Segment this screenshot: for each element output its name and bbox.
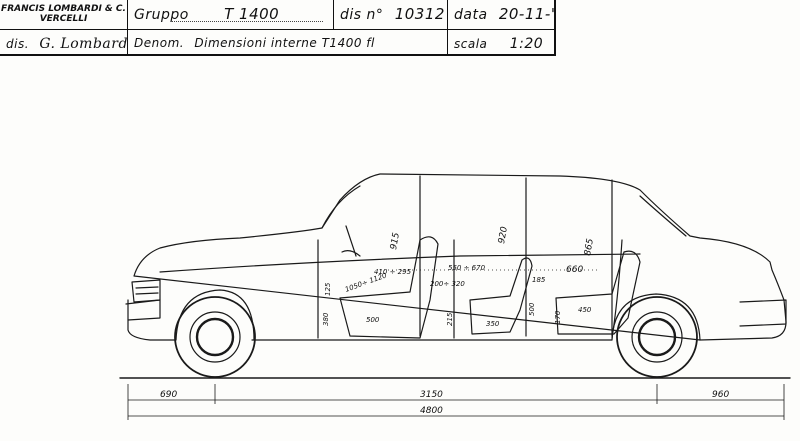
dim-label-3: 170 <box>554 310 562 324</box>
dim-front-pedal-range: 1050÷ 1120 <box>344 271 388 294</box>
dim-wheelbase: 3150 <box>420 390 443 400</box>
front-rim <box>189 311 241 363</box>
dim-headroom-front-label: 915 <box>389 232 402 251</box>
disegno-cell: dis n° 10312 <box>334 0 448 30</box>
dim-headroom-rear-label: 865 <box>583 238 596 257</box>
middle-seat <box>469 257 533 335</box>
data-label: data <box>454 7 488 23</box>
dim-middle-seat-height: 500 <box>528 302 536 316</box>
door-line-rear <box>611 239 623 339</box>
front-bumper <box>125 299 161 321</box>
rear-tire <box>616 296 698 378</box>
scala-value: 1:20 <box>509 36 544 52</box>
scala-cell: scala 1:20 <box>448 30 556 56</box>
data-value: 20-11-'54 <box>498 5 556 23</box>
gruppo-cell: Gruppo T 1400 <box>128 0 334 30</box>
gruppo-value: T 1400 <box>224 5 280 23</box>
dim-headroom-middle-label: 920 <box>497 226 510 245</box>
dim-rear-overhang: 960 <box>712 390 729 400</box>
company-cell: FRANCIS LOMBARDI & C. VERCELLI <box>0 0 128 30</box>
disegno-value: 10312 <box>394 5 445 23</box>
denom-value: Dimensioni interne T1400 fl <box>194 36 375 50</box>
front-hub <box>195 317 235 357</box>
rear-window <box>639 195 687 237</box>
title-block: FRANCIS LOMBARDI & C. VERCELLI Gruppo T … <box>0 0 556 56</box>
windshield <box>321 185 361 229</box>
rear-hub <box>637 317 677 357</box>
company-city: VERCELLI <box>39 14 88 24</box>
gruppo-label: Gruppo <box>134 7 189 23</box>
dim-label-2: 215 <box>446 312 454 326</box>
front-tire <box>174 296 256 378</box>
dim-middle-backrest: 185 <box>532 276 546 284</box>
belt-line <box>159 253 641 273</box>
rear-wheel-arch <box>611 293 701 341</box>
dim-label-1: 125 <box>324 282 332 296</box>
body-outline <box>127 173 787 341</box>
denom-label: Denom. <box>134 36 185 50</box>
dim-front-seat-range: 410 ÷ 295 <box>374 268 412 276</box>
dim-front-seat-depth: 500 <box>366 316 380 324</box>
dim-overall-length: 4800 <box>420 406 443 416</box>
dim-seat-height-front: 380 <box>322 312 330 326</box>
rear-bumper <box>739 299 787 327</box>
grille <box>131 279 161 303</box>
dim-rear-legroom: 660 <box>566 265 583 275</box>
dim-middle-legroom-range: 550 ÷ 670 <box>448 264 486 272</box>
dim-middle-knee-range: 200÷ 320 <box>430 280 465 288</box>
rear-seat <box>555 250 641 335</box>
company-name: FRANCIS LOMBARDI & C. <box>1 4 126 14</box>
gruppo-underline <box>172 21 323 22</box>
disegno-label: dis n° <box>340 7 384 23</box>
dis-cell: dis. G. Lombardi <box>0 30 128 56</box>
dis-label: dis. <box>6 37 30 51</box>
steering-wheel <box>341 225 361 257</box>
rear-rim <box>631 311 683 363</box>
scala-label: scala <box>454 37 488 51</box>
dis-signature: G. Lombardi <box>39 36 128 52</box>
dim-rear-seat-depth: 450 <box>578 306 592 314</box>
data-cell: data 20-11-'54 <box>448 0 556 30</box>
denom-cell: Denom. Dimensioni interne T1400 fl <box>128 30 448 56</box>
dim-middle-seat-depth: 350 <box>486 320 500 328</box>
dim-front-overhang: 690 <box>160 390 177 400</box>
